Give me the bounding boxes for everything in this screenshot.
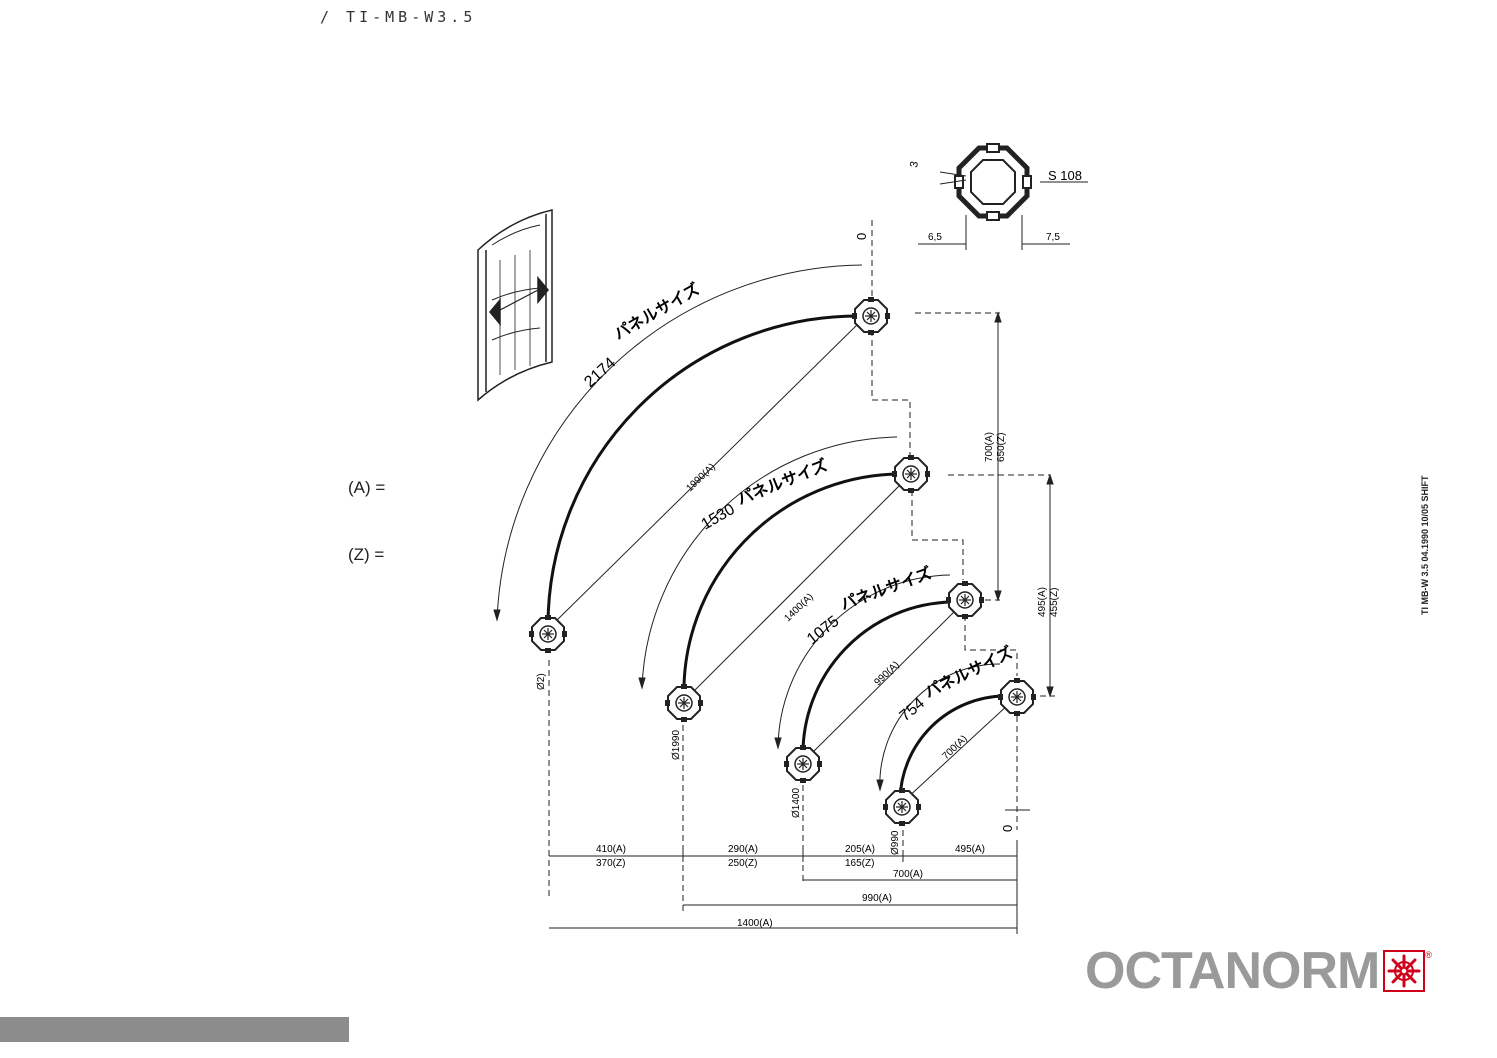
post-connector — [945, 580, 985, 620]
panel-wall-3 — [801, 600, 953, 759]
panel-wall-2 — [682, 472, 899, 699]
panel-wall-1 — [546, 314, 859, 629]
vertical-dim-2-z: 455(Z) — [1049, 588, 1060, 617]
document-code-title: / TI-MB-W3.5 — [320, 8, 477, 26]
panel-size-1: 2174 — [581, 354, 619, 391]
diameter-label-1: Ø2) — [536, 673, 547, 690]
dim-row1-seg3-z: 165(Z) — [845, 858, 874, 869]
dim-row3: 990(A) — [862, 893, 892, 904]
panel-size-arcs — [493, 264, 1001, 792]
footer-bar — [0, 1017, 349, 1042]
zero-bottom-label: 0 — [1000, 825, 1015, 832]
chord-label-3: 990(A) — [872, 659, 901, 688]
profile-angle-dim: 3 — [908, 160, 921, 168]
legend-a-label: (A) = — [348, 478, 386, 497]
post-connector — [528, 614, 568, 654]
dim-row1-seg1-z: 370(Z) — [596, 858, 625, 869]
zero-top-label: 0 — [854, 233, 869, 240]
vertical-dim-2-a: 495(A) — [1037, 587, 1048, 617]
vertical-dims — [994, 311, 1054, 698]
dim-row1-seg3-a: 205(A) — [845, 844, 875, 855]
profile-cross-section — [954, 143, 1032, 221]
registered-mark-icon: ® — [1425, 950, 1432, 960]
chord-label-2: 1400(A) — [782, 592, 815, 625]
octanorm-logo: OCTANORM ® — [1085, 942, 1432, 1000]
chord-label-1: 1990(A) — [684, 462, 717, 495]
octanorm-star-icon — [1383, 950, 1426, 992]
dim-row2: 700(A) — [893, 869, 923, 880]
diameter-label-4: Ø990 — [890, 830, 901, 855]
brand-name: OCTANORM — [1085, 942, 1380, 1000]
panel-walls — [546, 314, 1006, 801]
dim-row1-seg1-a: 410(A) — [596, 844, 626, 855]
panel-label-2: パネルサイズ — [734, 455, 830, 508]
panel-label-1: パネルサイズ — [611, 279, 703, 343]
profile-name: S 108 — [1048, 168, 1082, 183]
panel-size-2: 1530 — [699, 501, 738, 534]
panel-size-4: 754 — [897, 695, 928, 725]
post-connector — [882, 787, 922, 827]
panel-wall-4 — [898, 694, 1006, 801]
reference-lines — [548, 220, 1055, 915]
chord-label-4: 700(A) — [940, 733, 969, 762]
post-connector — [997, 677, 1037, 717]
vertical-dim-1-a: 700(A) — [984, 432, 995, 462]
diameter-label-3: Ø1400 — [791, 788, 802, 818]
perspective-sketch — [477, 209, 553, 402]
dim-row1-seg4-a: 495(A) — [955, 844, 985, 855]
post-connector — [851, 296, 891, 336]
diameter-label-2: Ø1990 — [671, 730, 682, 760]
profile-dim-left: 6,5 — [928, 232, 942, 243]
profile-dim-right: 7,5 — [1046, 232, 1060, 243]
post-connector — [783, 744, 823, 784]
dim-row1-seg2-z: 250(Z) — [728, 858, 757, 869]
legend-z-label: (Z) = — [348, 545, 385, 564]
vertical-dim-1-z: 650(Z) — [996, 433, 1007, 462]
chord-lines — [551, 319, 1011, 801]
dim-row4: 1400(A) — [737, 918, 773, 929]
dim-row1-seg2-a: 290(A) — [728, 844, 758, 855]
post-connector — [664, 683, 704, 723]
panel-size-3: 1075 — [804, 613, 843, 648]
horizontal-dims — [549, 840, 1018, 934]
